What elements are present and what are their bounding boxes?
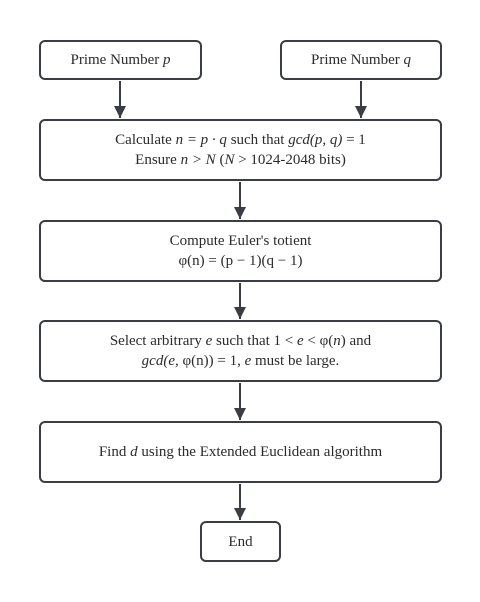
node-prime-p: Prime Number p bbox=[39, 40, 202, 80]
select-var-gcd: gcd(e, bbox=[141, 353, 179, 369]
node-select-e: Select arbitrary e such that 1 < e < φ(n… bbox=[39, 320, 442, 382]
arrowhead-totient-to-select bbox=[234, 307, 246, 319]
select-var-n: n bbox=[333, 333, 341, 349]
find-text-2: using the Extended Euclidean algorithm bbox=[137, 444, 383, 460]
ensure-var-n: n > N bbox=[180, 152, 216, 168]
calc-text-1: Calculate bbox=[115, 132, 176, 148]
node-prime-p-label: Prime Number p bbox=[71, 50, 171, 70]
select-text-1: Select arbitrary bbox=[109, 333, 206, 349]
calc-text-2: such that bbox=[226, 132, 289, 148]
prime-p-prefix: Prime Number bbox=[70, 52, 163, 68]
select-var-e-2: e bbox=[296, 333, 304, 349]
prime-q-var: q bbox=[403, 52, 411, 68]
prime-p-var: p bbox=[162, 52, 171, 68]
calculate-n-line2: Ensure n > N (N > 1024-2048 bits) bbox=[135, 150, 346, 170]
select-text-2: such that 1 < bbox=[212, 333, 297, 349]
node-prime-q-label: Prime Number q bbox=[311, 50, 411, 70]
node-euler-totient: Compute Euler's totient φ(n) = (p − 1)(q… bbox=[39, 220, 442, 282]
select-var-e-3: e bbox=[244, 353, 252, 369]
node-end: End bbox=[200, 521, 281, 562]
end-label: End bbox=[228, 533, 253, 550]
prime-q-prefix: Prime Number bbox=[311, 52, 404, 68]
calc-var-gcd: gcd(p, q) bbox=[288, 132, 343, 148]
node-find-d: Find d using the Extended Euclidean algo… bbox=[39, 421, 442, 483]
totient-formula: φ(n) = (p − 1)(q − 1) bbox=[178, 253, 303, 269]
select-text-5: φ(n)) = 1, bbox=[178, 353, 245, 369]
arrowhead-find-to-end bbox=[234, 508, 246, 520]
totient-line1: Compute Euler's totient bbox=[169, 233, 312, 249]
arrowhead-p-to-calc bbox=[114, 106, 126, 118]
ensure-text-2: ( bbox=[215, 152, 225, 168]
select-var-e-1: e bbox=[205, 333, 213, 349]
select-text-4: ) and bbox=[340, 333, 372, 349]
ensure-text-3: > 1024-2048 bits) bbox=[234, 152, 346, 168]
find-var-d: d bbox=[130, 444, 138, 460]
arrowhead-calc-to-totient bbox=[234, 207, 246, 219]
calculate-n-line1: Calculate n = p · q such that gcd(p, q) … bbox=[115, 130, 366, 150]
select-text-6: must be large. bbox=[251, 353, 340, 369]
arrowhead-select-to-find bbox=[234, 408, 246, 420]
ensure-var-N: N bbox=[224, 152, 235, 168]
select-e-line1: Select arbitrary e such that 1 < e < φ(n… bbox=[110, 331, 371, 351]
arrowhead-q-to-calc bbox=[355, 106, 367, 118]
calc-text-3: = 1 bbox=[342, 132, 366, 148]
node-calculate-n: Calculate n = p · q such that gcd(p, q) … bbox=[39, 119, 442, 181]
ensure-text-1: Ensure bbox=[135, 152, 181, 168]
select-e-line2: gcd(e, φ(n)) = 1, e must be large. bbox=[142, 351, 340, 371]
find-text-1: Find bbox=[98, 444, 131, 460]
select-text-3: < φ( bbox=[303, 333, 334, 349]
find-d-label: Find d using the Extended Euclidean algo… bbox=[99, 442, 382, 462]
node-prime-q: Prime Number q bbox=[280, 40, 442, 80]
calc-var-n-formula: n = p · q bbox=[175, 132, 227, 148]
